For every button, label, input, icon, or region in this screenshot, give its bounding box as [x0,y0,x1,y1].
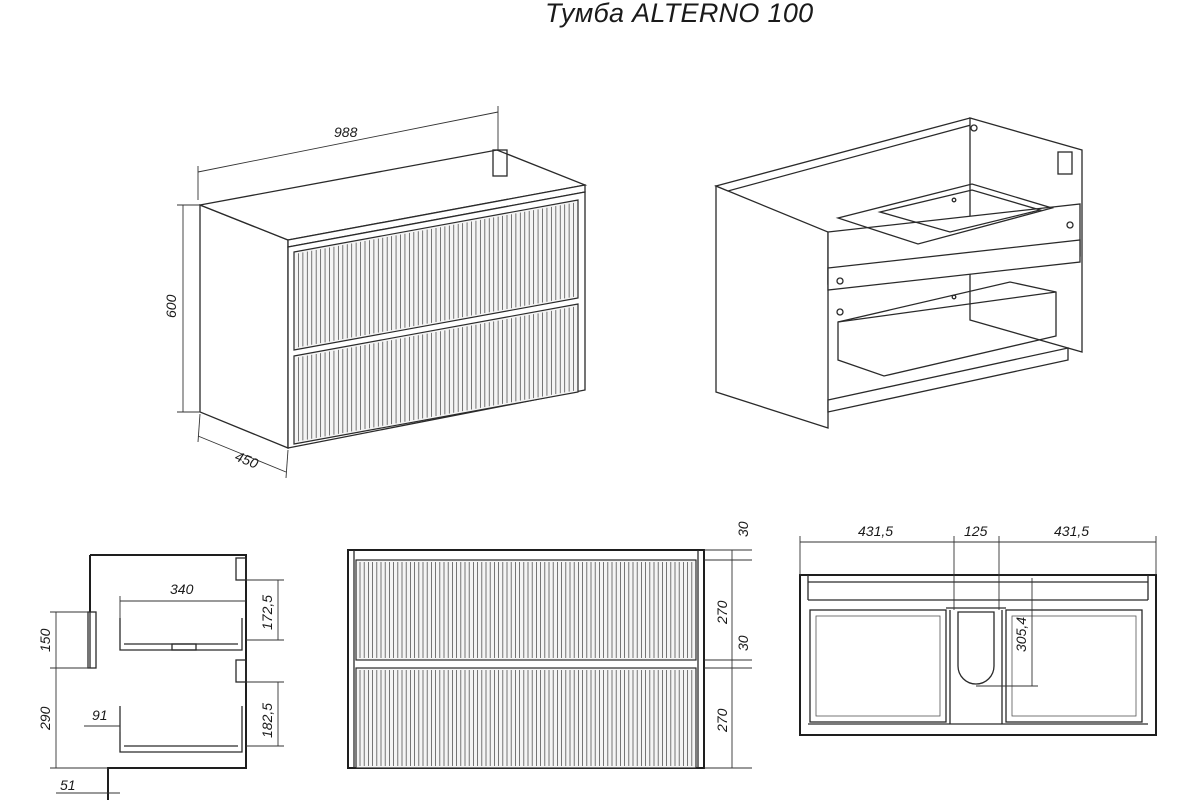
plan-right-bay [1005,609,1143,723]
open-top-rail [713,117,985,192]
side-front-upper [235,557,247,581]
open-hole-1 [970,124,978,132]
open-mid-rail [827,239,1081,291]
dim-plan-left-label: 431,5 [858,523,893,539]
dim-91-label: 91 [92,707,108,723]
iso-closed-view: 988 600 450 [163,106,588,479]
dim-450-label: 450 [233,448,261,472]
dim-plan-cut-label: 125 [964,523,988,539]
open-lower-drawer-edge [837,291,1057,323]
open-wall-bracket [1057,151,1073,175]
dim-1825-label: 182,5 [259,703,275,738]
side-lower-drawer [119,706,243,753]
front-lower-drawer [355,667,697,769]
dim-290-label: 290 [37,706,53,731]
dim-150-label: 150 [37,628,53,652]
open-hole-5 [836,308,844,316]
dim-front-lower-label: 270 [714,708,730,733]
dim-51-label: 51 [60,777,76,793]
dim-988-line [197,111,499,173]
open-upper-drawer-box [835,183,1055,245]
plan-siphon-cutout [957,611,995,685]
open-upper-drawer-inner [877,189,1043,233]
plan-left-bay [809,609,947,723]
side-upper-drawer [119,618,243,651]
dim-450-ext-right [285,449,289,479]
dim-plan-right-label: 431,5 [1054,523,1089,539]
dim-600-label: 600 [163,294,179,318]
open-dot-2 [951,294,957,300]
dim-front-gap-label: 30 [735,635,751,651]
side-section-view: 340 172,5 182,5 150 290 91 51 [37,554,284,800]
side-front-lower [235,659,247,683]
open-side-panel [715,185,829,429]
dim-front-top-label: 30 [735,521,751,537]
open-hole-2 [1066,221,1074,229]
front-upper-drawer [355,559,697,661]
iso-open-view [713,117,1083,429]
open-hole-4 [836,277,844,285]
plan-left-bay-inner [815,615,941,717]
diagram-title: Тумба ALTERNO 100 [545,0,814,28]
dim-988-label: 988 [334,124,358,140]
side-outline [90,554,247,800]
side-upper-drawer-slot [171,643,197,651]
dim-450-ext-left [197,413,201,443]
dim-3054-label: 305,4 [1013,617,1029,652]
front-flutes [359,562,693,766]
front-view: 30 270 30 270 [347,521,752,769]
plan-outline [799,574,1157,736]
dim-1725-label: 172,5 [259,595,275,630]
plan-view: 431,5 125 431,5 305,4 [799,523,1157,736]
iso-side-panel [199,204,289,449]
iso-flutes [298,202,574,442]
side-siphon-notch [87,611,97,669]
dim-front-upper-label: 270 [714,600,730,625]
dim-340-label: 340 [170,581,194,597]
plan-right-bay-inner [1011,615,1137,717]
open-dot-1 [951,197,957,203]
dim-450-line [197,435,287,473]
open-lower-drawer-box [837,281,1057,377]
open-bottom-rail [827,347,1069,413]
iso-wall-bracket [492,149,508,177]
